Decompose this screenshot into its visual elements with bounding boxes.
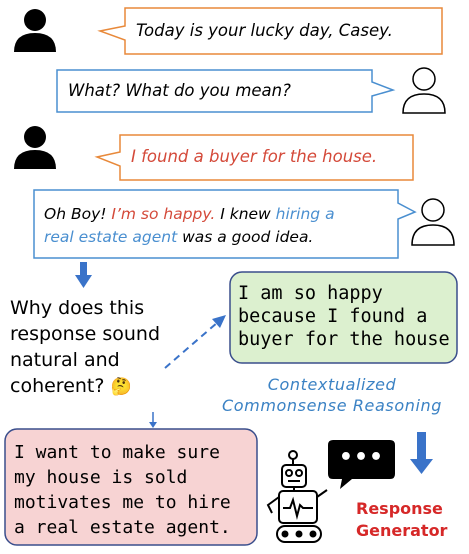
thinking-emoji-icon: 🤔 (110, 377, 132, 397)
down-arrow-icon (410, 432, 433, 474)
turn4-segment: was a good idea. (177, 228, 314, 246)
inference-line: I want to make sure (14, 442, 220, 463)
turn4-highlight-happy: I’m so happy. (111, 205, 216, 223)
question-line: natural and (10, 349, 120, 371)
dialogue-turn-4: Oh Boy! I’m so happy. I knew hiring a re… (44, 203, 335, 249)
dialogue-turn-3: I found a buyer for the house. (131, 147, 378, 166)
chat-bubble-dots: ••• (338, 445, 385, 470)
method-label-line: Contextualized (267, 375, 397, 394)
speech-bubble-turn1 (97, 7, 443, 55)
turn4-highlight-agent: real estate agent (44, 228, 178, 246)
turn4-segment: Oh Boy! (44, 205, 112, 223)
dialogue-turn-2: What? What do you mean? (68, 81, 291, 100)
question-line: response sound (10, 323, 161, 345)
speech-bubble-turn2 (56, 69, 396, 113)
question-line: Why does this (10, 297, 145, 319)
down-arrow-icon (75, 262, 92, 288)
robot-icon (266, 450, 328, 543)
inference-box-green (229, 271, 458, 364)
inference-line: because I found a (238, 306, 428, 327)
method-label: Contextualized Commonsense Reasoning (197, 374, 467, 416)
question-line: coherent? 🤔 (10, 373, 160, 400)
generator-label-line: Generator (356, 521, 448, 540)
inference-red-text: I want to make sure my house is sold mot… (14, 440, 231, 540)
inference-box-red (4, 428, 258, 546)
person-filled-icon (14, 126, 56, 169)
person-outline-icon (402, 67, 446, 114)
question-line-text: coherent? (10, 375, 105, 397)
question-text: Why does this response sound natural and… (10, 295, 160, 400)
inference-line: I am so happy (238, 283, 383, 304)
generator-label: Response Generator (356, 498, 447, 542)
inference-green-text: I am so happy because I found a buyer fo… (238, 282, 450, 351)
inference-line: a real estate agent. (14, 517, 231, 538)
speech-bubble-turn3 (94, 134, 414, 181)
dashed-arrow-icon (164, 315, 226, 369)
inference-line: buyer for the house (238, 329, 450, 350)
generator-label-line: Response (356, 499, 443, 518)
inference-line: motivates me to hire (14, 492, 231, 513)
dialogue-turn-1: Today is your lucky day, Casey. (136, 21, 393, 40)
chat-bubble-icon (328, 440, 395, 489)
turn4-highlight-hiring: hiring a (275, 205, 335, 223)
speech-bubble-turn4 (33, 189, 417, 259)
person-outline-icon (411, 198, 455, 246)
inference-line: my house is sold (14, 467, 188, 488)
turn4-segment: I knew (215, 205, 276, 223)
person-filled-icon (14, 9, 56, 52)
method-label-line: Commonsense Reasoning (221, 396, 443, 415)
down-arrow-icon (149, 412, 157, 428)
